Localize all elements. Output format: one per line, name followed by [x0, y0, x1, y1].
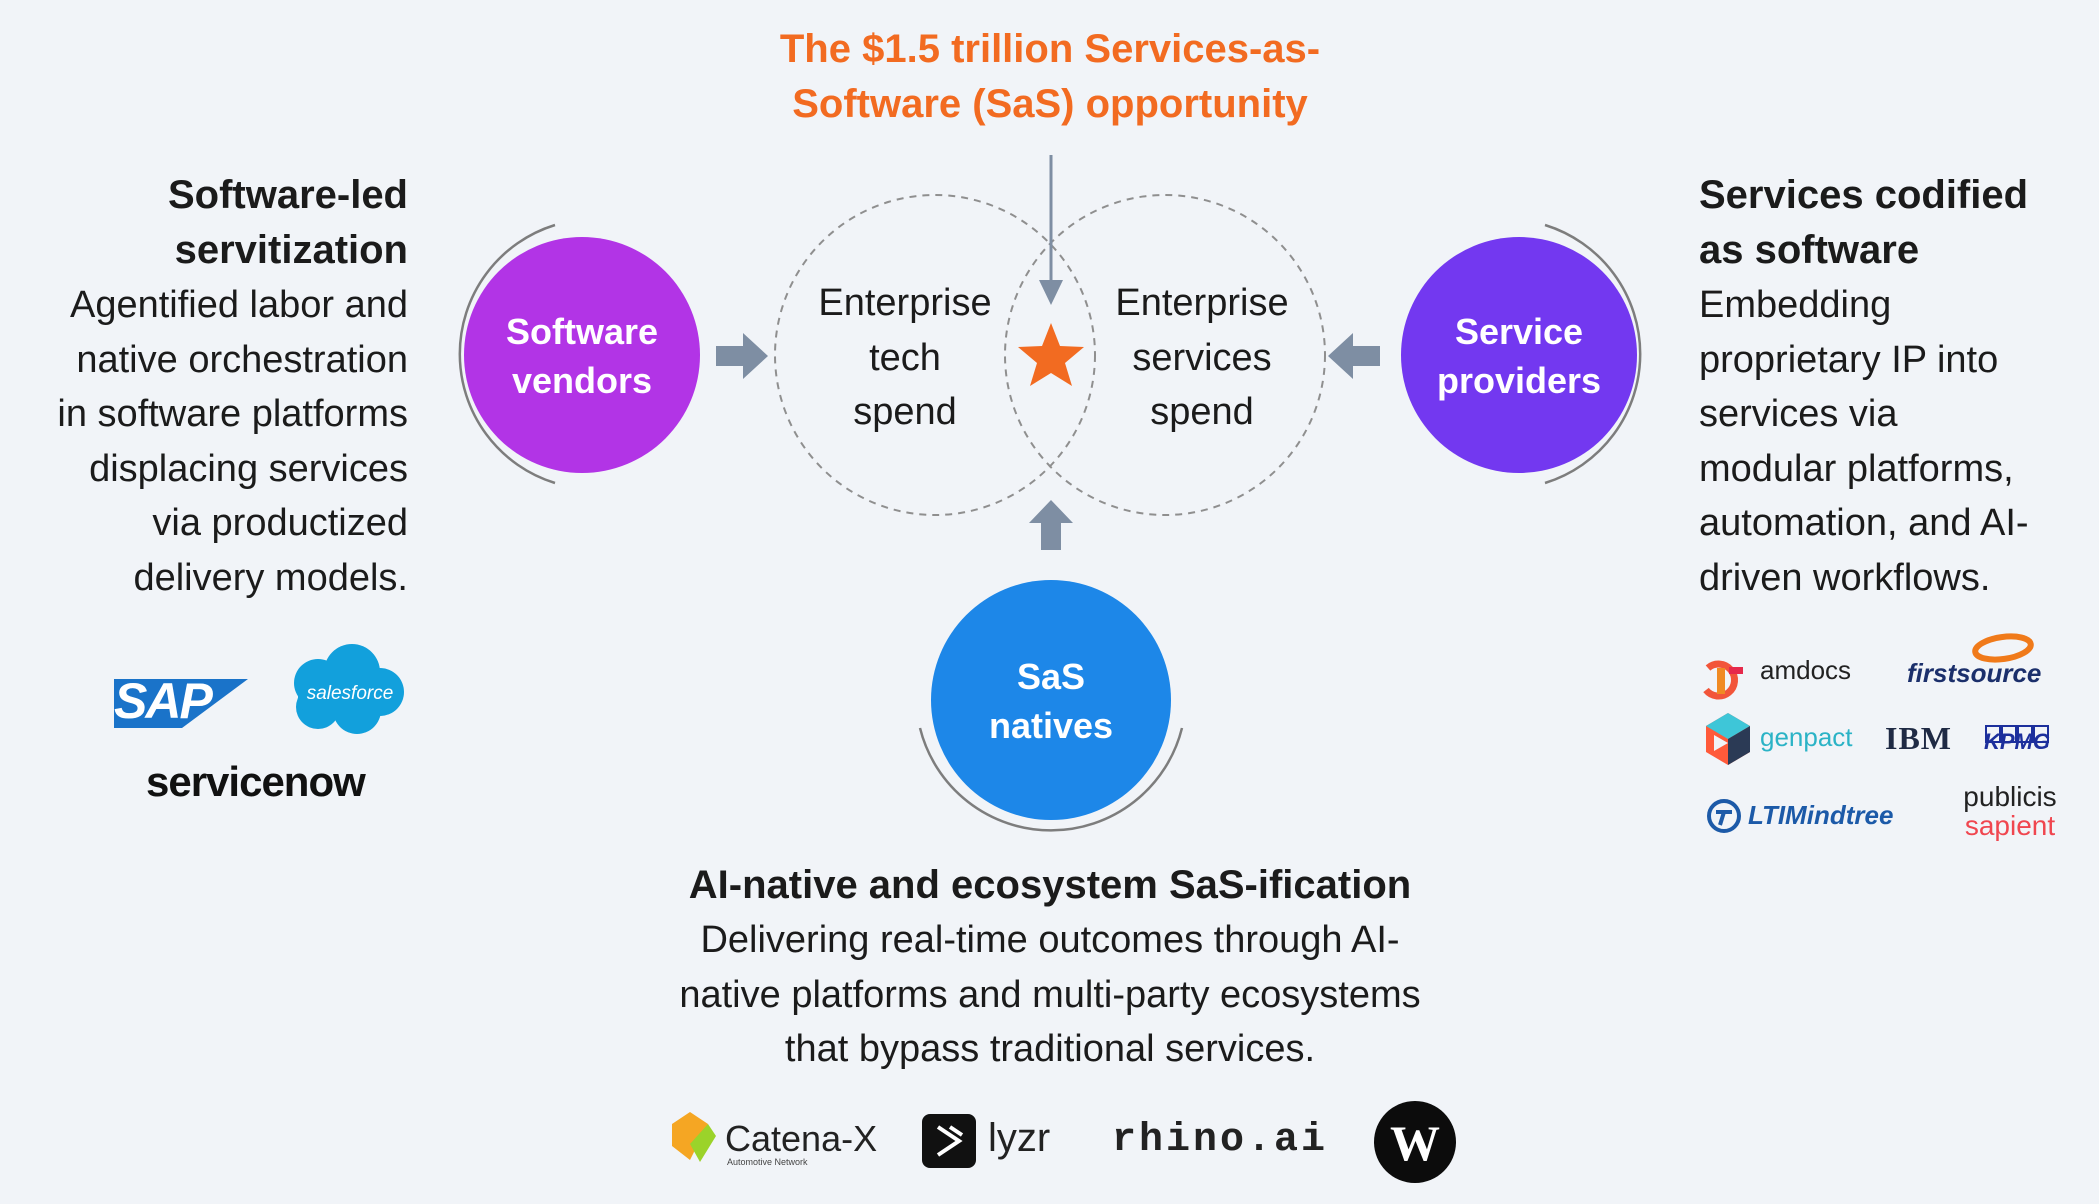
sapient-logo-text: sapient [1964, 810, 2056, 841]
lyzr-mark-icon [922, 1114, 976, 1168]
right-text-block: Services codified as software Embedding … [1699, 168, 2079, 605]
left-block-title-2: servitization [174, 228, 408, 272]
sas-natives-label: SaS natives [988, 656, 1114, 746]
orbit-arc-left [458, 223, 556, 485]
ltimindtree-mark-icon [1707, 799, 1741, 833]
headline: The $1.5 trillion Services-as- Software … [680, 22, 1420, 132]
orbit-arc-bottom [918, 727, 1184, 832]
salesforce-logo [294, 644, 404, 734]
lyzr-logo-text: lyzr [988, 1116, 1051, 1160]
star-icon [1018, 323, 1084, 386]
arrow-left-icon [1328, 333, 1380, 379]
rhino-logo-text: rhino.ai [1112, 1118, 1329, 1163]
service-providers-label: Service providers [1436, 311, 1602, 401]
software-vendors-label: Software vendors [505, 311, 659, 401]
bottom-block-title: AI-native and ecosystem SaS-ification [688, 863, 1412, 907]
orbit-arc-right [1544, 223, 1642, 485]
ibm-logo-text: IBM [1885, 720, 1952, 756]
bottom-text-block: AI-native and ecosystem SaS-ification De… [630, 858, 1470, 1077]
catena-logo-text: Catena-X [725, 1118, 878, 1159]
arrow-right-icon [716, 333, 768, 379]
right-block-body: Embedding proprietary IP into services v… [1699, 284, 2029, 599]
genpact-logo-text: genpact [1760, 722, 1853, 752]
right-block-title-1: Services codified [1699, 173, 2029, 217]
headline-line-1: The $1.5 trillion Services-as- [779, 27, 1321, 71]
w-logo-text: W [1390, 1115, 1440, 1171]
catena-mark-icon [672, 1112, 716, 1162]
venn-label-tech: Enterprise tech spend [818, 282, 992, 433]
venn-circle-tech [774, 194, 1096, 516]
firstsource-logo-text: firstsource [1907, 658, 2042, 688]
headline-line-2: Software (SaS) opportunity [792, 82, 1308, 126]
kpmg-logo-text: KPMG [1984, 729, 2050, 754]
amdocs-mark-icon [1703, 660, 1743, 700]
w-logo-circle [1374, 1101, 1456, 1183]
left-text-block: Software-led servitization Agentified la… [20, 168, 408, 605]
kpmg-boxes-icon [1985, 725, 2049, 743]
sap-logo [114, 679, 248, 728]
right-block-title-2: as software [1699, 228, 1920, 272]
publicis-sapient-logo: publicis sapient [1950, 782, 2070, 840]
publicis-logo-text: publicis [1963, 781, 2057, 812]
bottom-block-body: Delivering real-time outcomes through AI… [679, 919, 1421, 1070]
sas-natives-circle [931, 580, 1171, 820]
servicenow-logo-text: servicenow [146, 758, 366, 805]
firstsource-swirl-icon [1972, 633, 2034, 663]
arrow-down-icon [1039, 155, 1063, 305]
software-vendors-circle [464, 237, 700, 473]
left-block-body: Agentified labor and native orchestratio… [57, 284, 408, 599]
left-block-title-1: Software-led [167, 173, 408, 217]
sap-logo-text: SAP [114, 673, 213, 729]
ltimindtree-logo-text: LTIMindtree [1748, 800, 1894, 830]
amdocs-logo-text: amdocs [1760, 655, 1852, 685]
arrow-up-icon [1029, 500, 1073, 550]
salesforce-logo-text: salesforce [306, 683, 394, 704]
service-providers-circle [1401, 237, 1637, 473]
venn-label-services: Enterprise services spend [1115, 282, 1289, 433]
genpact-mark-icon [1706, 713, 1750, 765]
venn-circle-services [1004, 194, 1326, 516]
catena-logo-subtitle: Automotive Network [727, 1157, 808, 1167]
